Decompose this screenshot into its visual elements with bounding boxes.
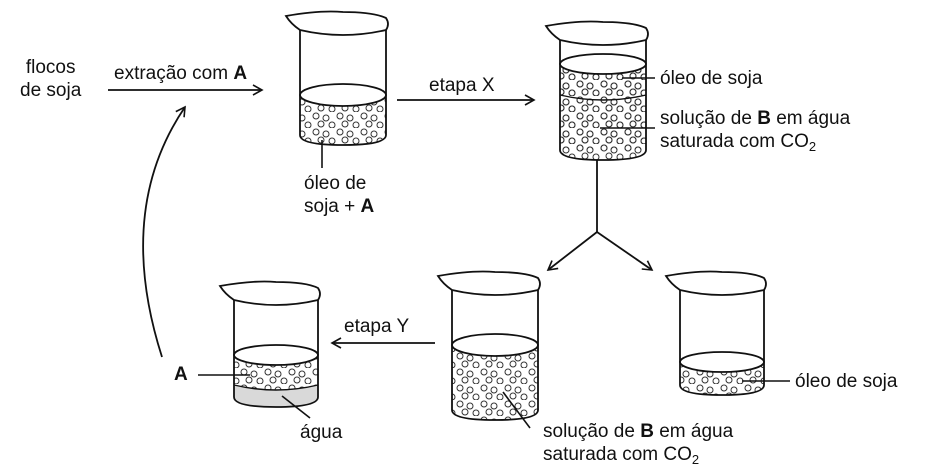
label-solucao-b-bottom: solução de B em água saturada com CO2 <box>543 420 733 466</box>
arrow-recycle <box>142 105 186 358</box>
label-solucao-bot-b: B <box>640 421 654 442</box>
label-saturada-top: saturada com CO2 <box>660 130 850 153</box>
label-saturada-bot-text: saturada com CO <box>543 444 692 465</box>
label-oleo-de: óleo de <box>304 173 367 194</box>
label-solucao-top-2: em água <box>770 108 851 129</box>
label-oleo-soja-a: óleo de soja + A <box>304 172 374 218</box>
arrow-split-right <box>596 231 654 271</box>
label-soja-plus: soja + <box>304 196 361 217</box>
label-flocos-line2: de soja <box>20 80 82 101</box>
beaker-water-a <box>198 280 321 419</box>
label-solucao-top-1: solução de <box>660 108 758 129</box>
label-solucao-bot-2: em água <box>653 421 734 442</box>
label-solucao-bot-line1: solução de B em água <box>543 420 733 443</box>
label-oleo-soja-bottom: óleo de soja <box>795 371 898 392</box>
label-saturada-bot-sub: 2 <box>691 452 700 467</box>
beaker-solution-b <box>436 270 541 429</box>
arrow-split-left <box>546 231 598 272</box>
label-oleo-soja-top: óleo de soja <box>660 68 763 89</box>
label-a-bold: A <box>174 364 188 385</box>
beaker-soy-oil <box>664 270 790 396</box>
label-saturada-top-sub: 2 <box>808 139 817 154</box>
label-saturada-top-text: saturada com CO <box>660 131 809 152</box>
label-solucao-top-b: B <box>757 108 771 129</box>
label-soja-plus-a: soja + A <box>304 195 374 218</box>
label-extracao-a: A <box>233 63 248 84</box>
label-solucao-top-line1: solução de B em água <box>660 107 850 130</box>
label-flocos: flocos de soja <box>20 56 81 102</box>
label-extracao: extração com A <box>114 62 247 85</box>
label-etapa-x: etapa X <box>429 75 495 96</box>
label-extracao-text: extração com <box>114 63 234 84</box>
label-soja-plus-bold: A <box>360 196 375 217</box>
label-solucao-b-top: solução de B em água saturada com CO2 <box>660 107 850 153</box>
label-saturada-bot: saturada com CO2 <box>543 443 733 466</box>
label-solucao-bot-1: solução de <box>543 421 641 442</box>
label-flocos-line1: flocos <box>25 57 76 78</box>
beaker-two-phases <box>544 20 655 161</box>
beaker-oil-plus-a <box>284 10 389 168</box>
label-etapa-y: etapa Y <box>344 316 410 337</box>
label-a: A <box>174 363 188 386</box>
label-agua: água <box>300 422 343 443</box>
